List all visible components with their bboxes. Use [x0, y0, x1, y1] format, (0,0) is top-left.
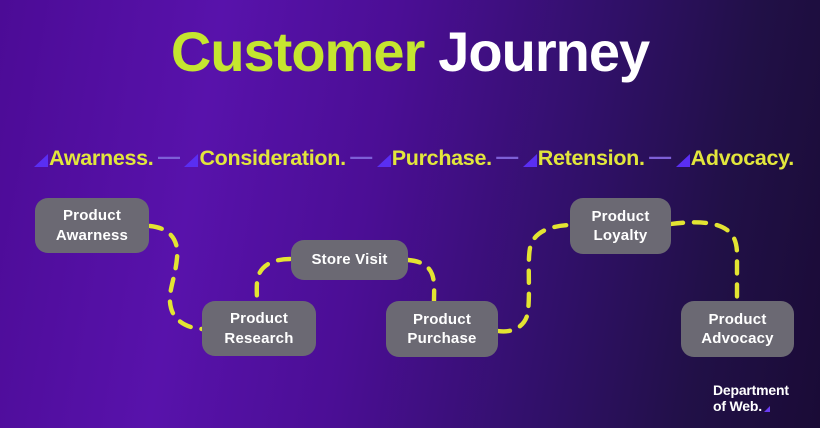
connector-research-storevisit — [254, 256, 293, 304]
stage-bar: Awarness. — Consideration. — Purchase. —… — [34, 144, 794, 172]
triangle-icon — [34, 153, 48, 167]
logo-triangle-icon — [763, 406, 770, 413]
stage-purchase: Purchase. — [376, 145, 492, 171]
node-label: Store Visit — [311, 251, 388, 269]
node-label: Product Research — [224, 310, 294, 347]
stage-advocacy: Advocacy. — [675, 145, 795, 171]
connector-loyalty-advocacy — [668, 220, 740, 304]
triangle-icon — [675, 153, 690, 167]
node-product-advocacy: Product Advocacy — [681, 301, 794, 357]
department-of-web-logo: Department of Web. — [713, 382, 789, 414]
logo-line2: of Web. — [713, 397, 762, 414]
stage-separator-dash: — — [157, 144, 180, 169]
triangle-icon — [184, 153, 199, 167]
connector-storevisit-purchase — [405, 257, 437, 304]
stage-label: Consideration. — [199, 145, 346, 170]
node-label: Product Loyalty — [591, 207, 650, 245]
connector-awarness-research — [147, 223, 205, 332]
stage-consideration: Consideration. — [184, 145, 346, 171]
node-product-loyalty: Product Loyalty — [570, 198, 671, 254]
logo-line1: Department — [713, 382, 789, 398]
stage-label: Purchase. — [391, 145, 492, 170]
node-product-research: Product Research — [202, 301, 316, 356]
node-product-purchase: Product Purchase — [386, 301, 498, 357]
title-word-journey: Journey — [438, 20, 650, 83]
stage-awarness: Awarness. — [34, 145, 154, 171]
triangle-icon — [376, 153, 391, 167]
stage-separator-dash: — — [350, 144, 373, 169]
stage-label: Advocacy. — [690, 145, 795, 170]
stage-separator-dash: — — [649, 144, 672, 169]
title-word-customer: Customer — [170, 20, 425, 83]
node-label: Product Awarness — [55, 207, 129, 244]
stage-label: Awarness. — [49, 145, 154, 170]
node-store-visit: Store Visit — [291, 240, 408, 280]
connector-purchase-loyalty — [495, 222, 573, 334]
node-product-awarness: Product Awarness — [35, 198, 149, 253]
stage-label: Retension. — [537, 145, 645, 170]
stage-separator-dash: — — [496, 144, 519, 169]
node-label: Product Purchase — [407, 310, 477, 348]
triangle-icon — [522, 153, 537, 167]
node-label: Product Advocacy — [701, 310, 774, 348]
stage-retension: Retension. — [522, 145, 645, 171]
